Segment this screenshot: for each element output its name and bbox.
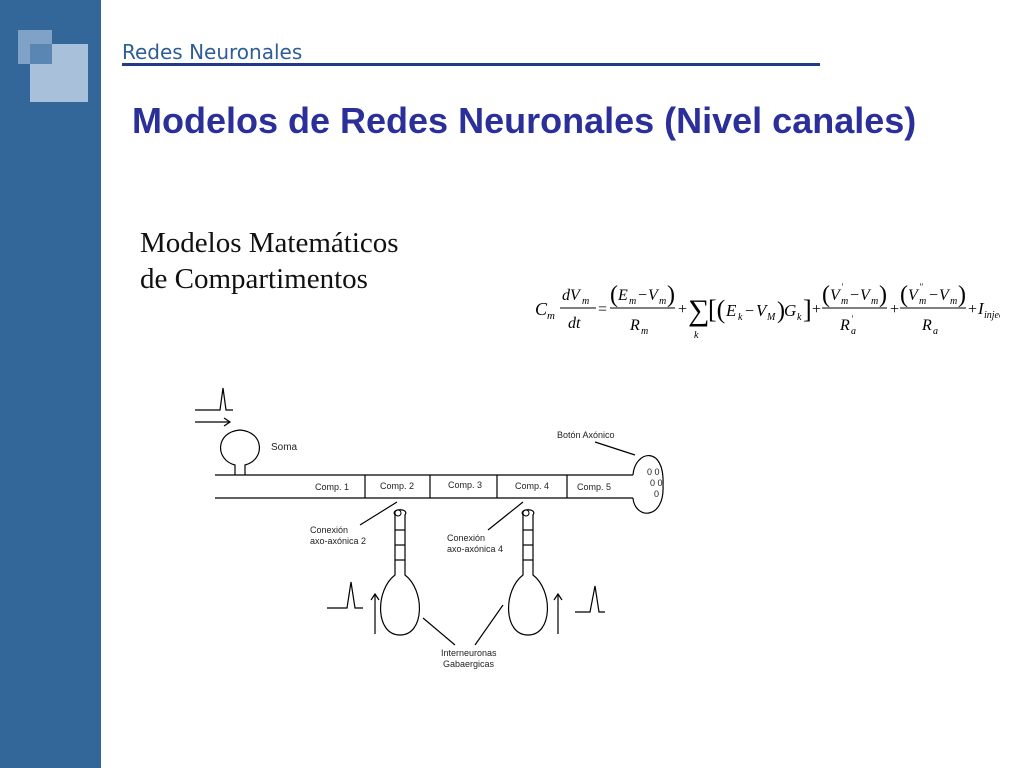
comp-4-label: Comp. 4 — [515, 481, 549, 491]
neuron-diagram: 0 0 0 0 0 Soma Botón Axónico Comp. 1 Com… — [195, 387, 664, 669]
svg-text:m: m — [547, 310, 555, 322]
svg-text:): ) — [958, 282, 966, 308]
svg-text:R: R — [921, 317, 932, 334]
svg-text:k: k — [694, 330, 699, 341]
conexion-2-label-1: Conexión — [310, 525, 348, 535]
svg-text:': ' — [851, 314, 854, 324]
svg-text:m: m — [841, 296, 848, 307]
svg-text:=: = — [598, 301, 607, 318]
svg-text:m: m — [659, 296, 666, 307]
term-inject: Iinject — [977, 299, 1000, 321]
boton-label: Botón Axónico — [557, 430, 615, 440]
soma-label: Soma — [271, 442, 298, 453]
svg-text:+: + — [890, 301, 899, 318]
comp-5-label: Comp. 5 — [577, 482, 611, 492]
comp-3-label: Comp. 3 — [448, 480, 482, 490]
svg-text:k: k — [738, 312, 743, 323]
svg-text:−: − — [850, 287, 859, 304]
svg-text:V: V — [756, 301, 769, 320]
svg-text:G: G — [784, 301, 796, 320]
svg-text:−: − — [638, 287, 647, 304]
svg-text:0 0: 0 0 — [650, 478, 663, 488]
interneuron-4-spike-icon — [575, 585, 605, 613]
svg-text:M: M — [766, 312, 776, 323]
svg-text:0: 0 — [654, 489, 659, 499]
svg-text:a: a — [851, 326, 856, 337]
interneuronas-label-2: Gabaergicas — [443, 659, 495, 669]
boton-pointer — [594, 441, 636, 456]
svg-text:): ) — [667, 282, 675, 308]
slide-title: Modelos de Redes Neuronales (Nivel canal… — [132, 100, 917, 141]
header-rule — [122, 63, 820, 66]
interneuron-2-icon — [380, 509, 420, 636]
svg-text:+: + — [968, 301, 977, 318]
subtitle-line-2: de Compartimentos — [140, 263, 368, 295]
svg-text:R: R — [839, 317, 850, 334]
svg-text:V: V — [860, 287, 872, 304]
comp-2-label: Comp. 2 — [380, 481, 414, 491]
subtitle: Modelos Matemáticos de Compartimentos — [140, 225, 399, 297]
svg-text:dt: dt — [568, 315, 581, 332]
svg-text:−: − — [929, 287, 938, 304]
svg-text:k: k — [797, 312, 802, 323]
svg-text:": " — [919, 282, 923, 292]
svg-text:V: V — [939, 287, 951, 304]
axon-terminal-icon — [632, 455, 664, 514]
svg-text:inject: inject — [984, 310, 1000, 321]
svg-text:(: ( — [610, 282, 618, 308]
svg-text:): ) — [777, 298, 785, 324]
sidebar-band — [0, 0, 101, 768]
input-spike-icon — [195, 387, 233, 411]
svg-text:∑: ∑ — [688, 294, 709, 327]
subtitle-line-1: Modelos Matemáticos — [140, 227, 399, 259]
svg-text:[(: [( — [708, 295, 725, 324]
svg-text:dV: dV — [562, 287, 582, 304]
interneuron-2-spike-icon — [327, 581, 363, 609]
svg-text:m: m — [919, 296, 926, 307]
conexion-2-pointer — [359, 501, 398, 526]
svg-text:R: R — [629, 317, 640, 334]
soma-icon — [220, 429, 260, 475]
svg-text:m: m — [950, 296, 957, 307]
interneuronas-label-1: Interneuronas — [441, 648, 497, 658]
conexion-4-label-2: axo-axónica 4 — [447, 544, 503, 554]
svg-text:(: ( — [822, 282, 830, 308]
svg-text:E: E — [725, 301, 737, 320]
svg-text:V: V — [648, 287, 660, 304]
svg-text:m: m — [871, 296, 878, 307]
svg-text:': ' — [841, 282, 844, 292]
svg-text:m: m — [641, 326, 648, 337]
conexion-4-label-1: Conexión — [447, 533, 485, 543]
svg-text:m: m — [629, 296, 636, 307]
svg-text:]: ] — [803, 295, 812, 324]
svg-text:+: + — [678, 301, 687, 318]
conexion-4-pointer — [487, 501, 524, 531]
svg-text:−: − — [745, 303, 754, 320]
interneuron-4-icon — [508, 509, 548, 636]
section-label: Redes Neuronales — [122, 40, 303, 64]
svg-text:E: E — [617, 287, 628, 304]
conexion-2-label-2: axo-axónica 2 — [310, 536, 366, 546]
svg-text:V: V — [908, 287, 920, 304]
svg-text:V: V — [830, 287, 842, 304]
svg-text:+: + — [812, 301, 821, 318]
svg-text:a: a — [933, 326, 938, 337]
svg-text:): ) — [879, 282, 887, 308]
svg-text:0 0: 0 0 — [647, 467, 660, 477]
svg-text:I: I — [977, 299, 985, 318]
svg-text:C: C — [535, 299, 548, 319]
svg-text:m: m — [582, 296, 589, 307]
svg-text:(: ( — [900, 282, 908, 308]
comp-1-label: Comp. 1 — [315, 482, 349, 492]
logo-square-overlap — [30, 44, 52, 64]
